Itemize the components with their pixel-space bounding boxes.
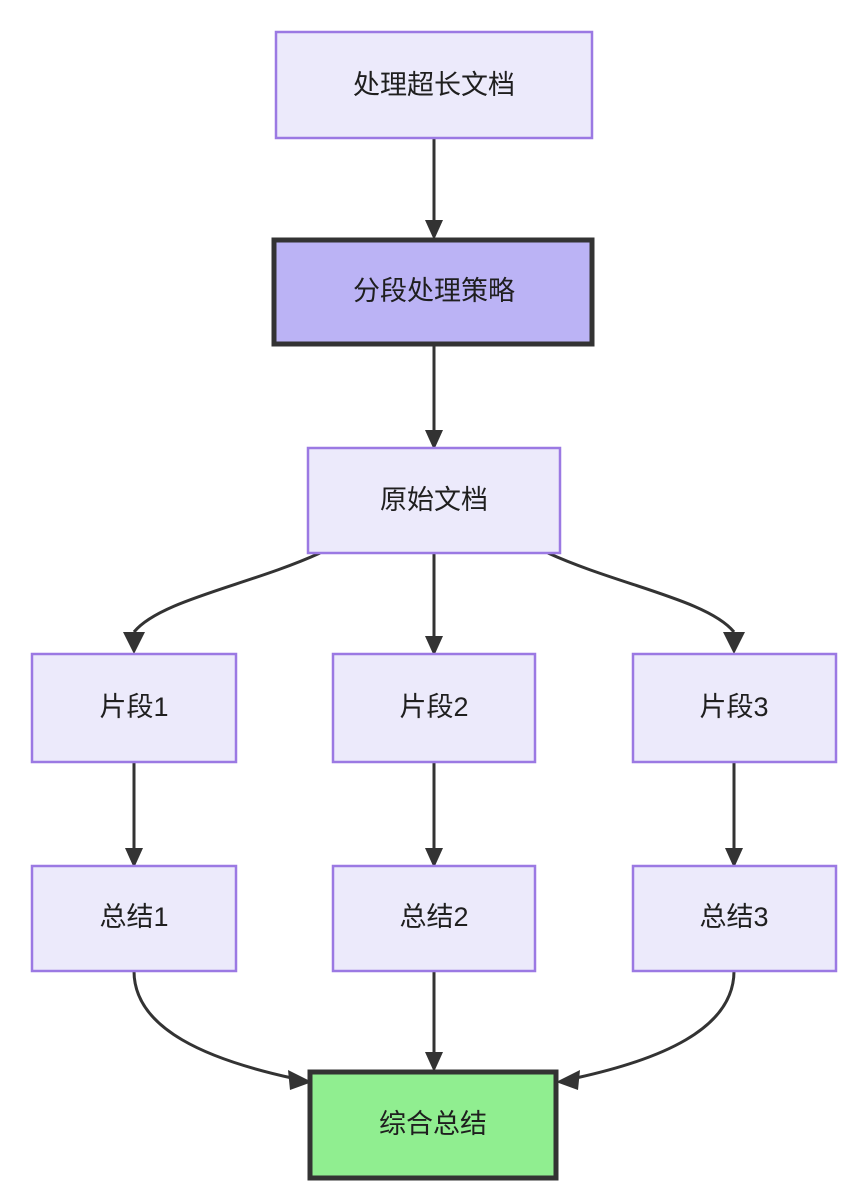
node-box[interactable]	[306, 446, 562, 555]
node-box[interactable]	[30, 652, 238, 764]
arrow-head	[123, 632, 145, 654]
arrow-head	[425, 220, 443, 240]
node-summary-2[interactable]: 总结2	[331, 864, 537, 973]
edge-source-to-frag2	[425, 553, 443, 656]
arrow-head	[425, 848, 443, 868]
edge-strategy-to-source	[425, 346, 443, 450]
node-box[interactable]	[331, 652, 537, 764]
node-box[interactable]	[331, 864, 537, 973]
arrow-head	[725, 848, 743, 868]
node-chunking-strategy[interactable]: 分段处理策略	[271, 237, 595, 347]
node-fragment-1[interactable]: 片段1	[30, 652, 238, 764]
edge-line	[132, 970, 293, 1080]
edge-source-to-frag1	[123, 551, 321, 654]
edge-doc-to-strategy	[425, 138, 443, 240]
arrow-head	[425, 1052, 443, 1072]
edge-frag2-to-sum2	[425, 762, 443, 868]
arrow-head	[425, 430, 443, 450]
edge-sum3-to-final	[556, 970, 736, 1090]
node-summary-1[interactable]: 总结1	[30, 864, 238, 973]
node-box[interactable]	[274, 30, 594, 140]
node-fragment-3[interactable]: 片段3	[631, 652, 838, 764]
edge-frag1-to-sum1	[125, 762, 143, 868]
node-process-long-document[interactable]: 处理超长文档	[274, 30, 594, 140]
node-final-summary[interactable]: 综合总结	[307, 1069, 559, 1181]
edge-line	[132, 551, 321, 633]
edge-sum2-to-final	[425, 971, 443, 1072]
edge-line	[575, 970, 736, 1080]
node-layer: 处理超长文档 分段处理策略 原始文档 片段1 片段2	[30, 30, 838, 1181]
arrow-head	[288, 1070, 312, 1090]
edge-source-to-frag3	[547, 551, 745, 654]
arrow-head	[723, 632, 745, 654]
node-box[interactable]	[271, 237, 595, 347]
node-source-document[interactable]: 原始文档	[306, 446, 562, 555]
node-box[interactable]	[307, 1069, 559, 1181]
arrow-head	[556, 1070, 580, 1090]
edge-layer	[123, 138, 745, 1090]
edge-sum1-to-final	[132, 970, 312, 1090]
arrow-head	[425, 636, 443, 656]
node-box[interactable]	[631, 652, 838, 764]
node-fragment-2[interactable]: 片段2	[331, 652, 537, 764]
node-box[interactable]	[30, 864, 238, 973]
arrow-head	[125, 848, 143, 868]
node-summary-3[interactable]: 总结3	[631, 864, 838, 973]
edge-frag3-to-sum3	[725, 762, 743, 868]
node-box[interactable]	[631, 864, 838, 973]
edge-line	[547, 551, 736, 633]
